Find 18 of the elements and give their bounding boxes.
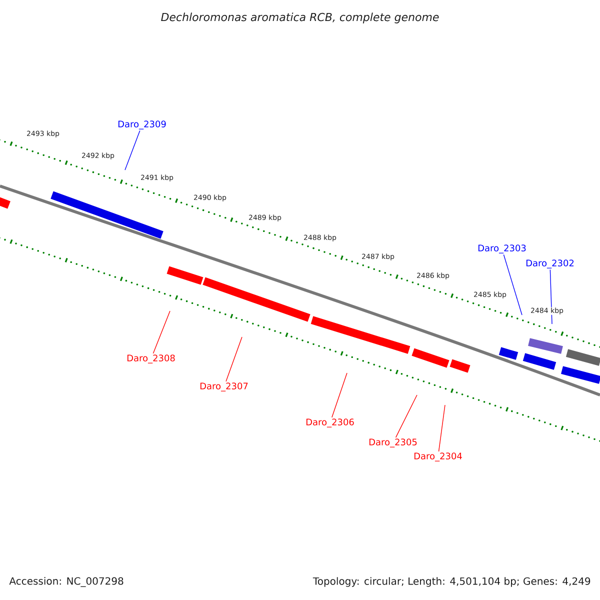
title: Dechloromonas aromatica RCB, complete genome (161, 12, 439, 24)
gene-label: Daro_2303 (478, 244, 526, 254)
footer-text: Accession: NC_007298 (9, 577, 124, 587)
gene-label: Daro_2307 (200, 382, 248, 392)
footer-text: Topology: circular; Length: 4,501,104 bp; Genes: 4,249 (312, 577, 590, 587)
leader-line (503, 254, 522, 316)
gene-label: Daro_2308 (127, 354, 175, 364)
leader-line (332, 372, 348, 418)
gene-label: Daro_2304 (414, 452, 462, 462)
gene-label: Daro_2305 (369, 438, 417, 448)
leader-line (226, 336, 242, 382)
gene-label: Daro_2302 (526, 260, 574, 268)
leader-line (152, 310, 170, 354)
gene-label: Daro_2306 (306, 418, 354, 428)
leader-line (124, 130, 140, 170)
gene-label: Daro_2309 (118, 120, 166, 130)
leader-line (395, 394, 418, 438)
leader-line (438, 404, 446, 452)
